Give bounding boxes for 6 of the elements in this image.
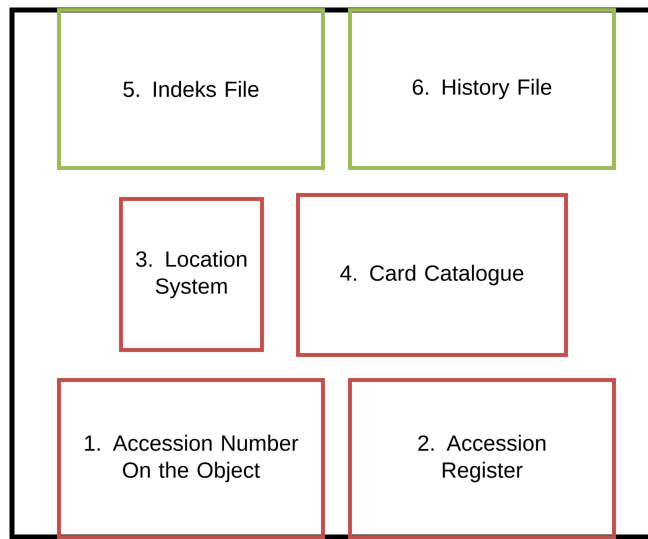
text-box: 4. Card Catalogue xyxy=(296,193,568,357)
text-box: 6. History File xyxy=(348,8,616,170)
text-box: 2. Accession Register xyxy=(348,378,616,539)
text-box: 3. Location System xyxy=(119,197,264,352)
text-box: 1. Accession Number On the Object xyxy=(57,378,325,539)
text-box: 5. Indeks File xyxy=(57,8,325,170)
